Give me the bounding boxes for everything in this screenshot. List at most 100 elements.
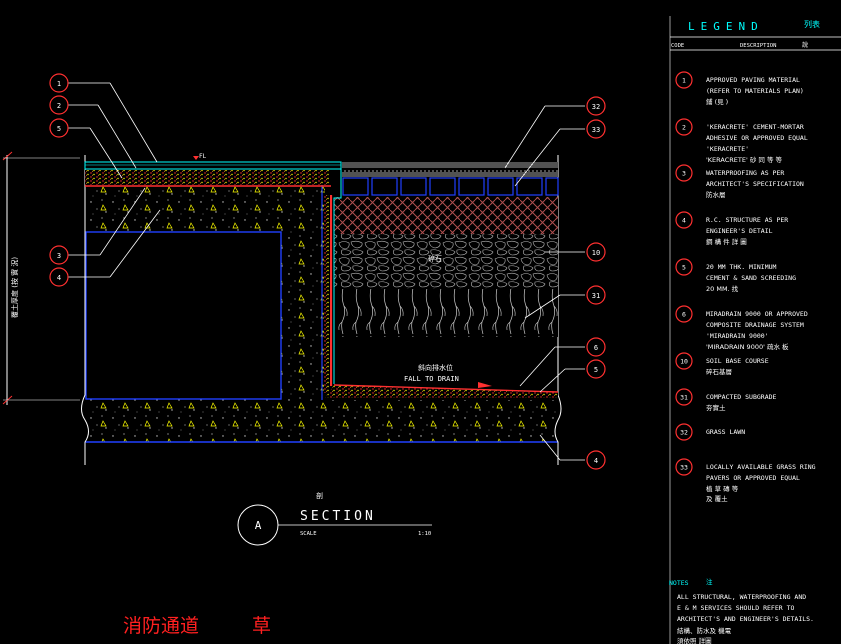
notes-label-cn: 注 xyxy=(706,577,713,586)
legend-desc-cn: 夯實土 xyxy=(706,403,726,412)
legend-title: LEGEND xyxy=(688,20,764,33)
legend-col-desc: DESCRIPTION xyxy=(740,43,776,49)
soil-label: 碎石 xyxy=(428,254,442,263)
svg-text:2: 2 xyxy=(57,102,61,110)
callout-bubble-32: 32 xyxy=(586,96,606,116)
legend-item: 33 LOCALLY AVAILABLE GRASS RING PAVERS OR … xyxy=(675,458,816,503)
legend-title-cn: 列表 xyxy=(804,19,820,29)
legend-code-bubble xyxy=(675,305,693,323)
legend-desc-cn-2: 及 覆土 xyxy=(706,494,728,503)
callout-bubble-5: 5 xyxy=(49,118,69,138)
section-title-block: A 剖 SECTION SCALE 1:10 xyxy=(237,491,432,546)
legend-desc-line: COMPACTED SUBGRADE xyxy=(706,393,777,401)
legend-desc-line: APPROVED PAVING MATERIAL xyxy=(706,76,800,84)
notes-cn-1: 結構、防水及 機電 xyxy=(677,626,732,635)
svg-text:3: 3 xyxy=(57,252,61,260)
callouts-right xyxy=(504,105,585,461)
fl-label: FL xyxy=(199,153,207,160)
legend-item: 2 'KERACRETE' CEMENT-MORTAR ADHESIVE OR AP… xyxy=(675,118,808,164)
legend-code-bubble xyxy=(675,458,693,476)
section-marker: A xyxy=(255,519,262,532)
legend-desc-line: CEMENT & SAND SCREEDING xyxy=(706,274,796,282)
svg-text:6: 6 xyxy=(594,344,598,352)
svg-text:32: 32 xyxy=(592,103,600,111)
legend-desc-line: 'KERACRETE' CEMENT-MORTAR xyxy=(706,123,804,131)
legend-code: 4 xyxy=(682,217,686,225)
legend-desc-cn: 20 MM. 找 xyxy=(706,284,739,293)
legend-col-code: CODE xyxy=(671,43,684,49)
footer-suffix-cn: 草 xyxy=(252,615,271,637)
legend-desc-line: 'KERACRETE' xyxy=(706,145,749,153)
notes-line-1: ALL STRUCTURAL, WATERPROOFING AND xyxy=(677,593,806,601)
footer-title: 消防通道 草 xyxy=(123,615,271,637)
footer-title-cn: 消防通道 xyxy=(123,615,199,637)
legend-code-bubble xyxy=(675,118,693,136)
callout-bubble-4-right: 4 xyxy=(586,450,606,470)
legend-desc-line: ARCHITECT'S SPECIFICATION xyxy=(706,180,804,188)
legend-desc-line: PAVERS OR APPROVED EQUAL xyxy=(706,474,800,482)
callout-bubble-2: 2 xyxy=(49,95,69,115)
notes-label: NOTES xyxy=(669,579,689,587)
legend-desc-line: SOIL BASE COURSE xyxy=(706,357,769,365)
legend-code-bubble xyxy=(675,71,693,89)
legend-item: 3 WATERPROOFING AS PER ARCHITECT'S SPECIFI… xyxy=(675,164,804,199)
svg-text:33: 33 xyxy=(592,126,600,134)
legend-desc-line: COMPOSITE DRAINAGE SYSTEM xyxy=(706,321,804,329)
callout-bubble-6: 6 xyxy=(586,337,606,357)
left-structure: FL xyxy=(81,153,562,465)
legend-code: 6 xyxy=(682,311,686,319)
callout-bubble-33: 33 xyxy=(586,119,606,139)
callout-bubble-10: 10 xyxy=(586,242,606,262)
notes-cn-2: 須依照 詳圖 xyxy=(677,636,712,644)
svg-text:1: 1 xyxy=(57,80,61,88)
legend-code-bubble xyxy=(675,258,693,276)
legend-code: 10 xyxy=(680,358,688,366)
legend-code: 32 xyxy=(680,429,688,437)
legend-desc-line: ENGINEER'S DETAIL xyxy=(706,227,773,235)
legend-desc-cn: 防水層 xyxy=(706,190,726,199)
callout-bubble-31: 31 xyxy=(586,285,606,305)
legend-desc-line: WATERPROOFING AS PER xyxy=(706,169,784,177)
legend-header: LEGEND 列表 CODE DESCRIPTION 說 xyxy=(669,16,841,644)
legend-code: 2 xyxy=(682,124,686,132)
svg-text:4: 4 xyxy=(594,457,598,465)
legend-desc-line: 20 MM THK. MINIMUM xyxy=(706,263,777,271)
legend-desc-line: GRASS LAWN xyxy=(706,428,745,436)
legend-col-desc-cn: 說 xyxy=(802,41,808,49)
legend-code-bubble xyxy=(675,388,693,406)
callout-bubble-4: 4 xyxy=(49,267,69,287)
legend-desc-cn: 鋼 構 件 詳 圖 xyxy=(706,237,747,246)
drain-label-cn: 斜向排水位 xyxy=(418,363,453,372)
legend-desc-cn: 鋪 (見 ) xyxy=(706,97,728,106)
svg-text:5: 5 xyxy=(57,125,61,133)
legend-code: 33 xyxy=(680,464,688,472)
legend-desc-line: LOCALLY AVAILABLE GRASS RING xyxy=(706,463,816,471)
legend-desc-line: ADHESIVE OR APPROVED EQUAL xyxy=(706,134,808,142)
legend-desc-line: 'MIRADRAIN 9000' xyxy=(706,332,769,340)
legend-desc-line: R.C. STRUCTURE AS PER xyxy=(706,216,788,224)
legend-desc-cn: 'MIRADRAIN 9000' 疏水 板 xyxy=(706,342,789,351)
legend-item: 1 APPROVED PAVING MATERIAL (REFER TO MATER… xyxy=(675,71,804,106)
callout-bubble-5-right: 5 xyxy=(586,359,606,379)
legend-items: 1 APPROVED PAVING MATERIAL (REFER TO MATER… xyxy=(675,71,816,503)
scale-value: 1:10 xyxy=(418,531,431,537)
section-title: SECTION xyxy=(300,509,376,524)
notes-block: NOTES 注 ALL STRUCTURAL, WATERPROOFING AN… xyxy=(669,577,814,644)
legend-desc-cn: 植 草 磚 等 xyxy=(706,484,739,493)
legend-code-bubble xyxy=(675,352,693,370)
legend-desc-line: (REFER TO MATERIALS PLAN) xyxy=(706,87,804,95)
svg-text:4: 4 xyxy=(57,274,61,282)
legend-code: 3 xyxy=(682,170,686,178)
section-title-cn: 剖 xyxy=(316,491,323,500)
legend-desc-cn: 碎石基層 xyxy=(706,367,732,376)
svg-text:5: 5 xyxy=(594,366,598,374)
legend-code-bubble xyxy=(675,211,693,229)
notes-line-2: E & M SERVICES SHOULD REFER TO xyxy=(677,604,794,612)
legend-code-bubble xyxy=(675,164,693,182)
callouts-left xyxy=(68,82,161,278)
legend-item: 32 GRASS LAWN xyxy=(675,423,745,441)
legend-code: 1 xyxy=(682,77,686,85)
legend-desc-line: MIRADRAIN 9000 OR APPROVED xyxy=(706,310,808,318)
